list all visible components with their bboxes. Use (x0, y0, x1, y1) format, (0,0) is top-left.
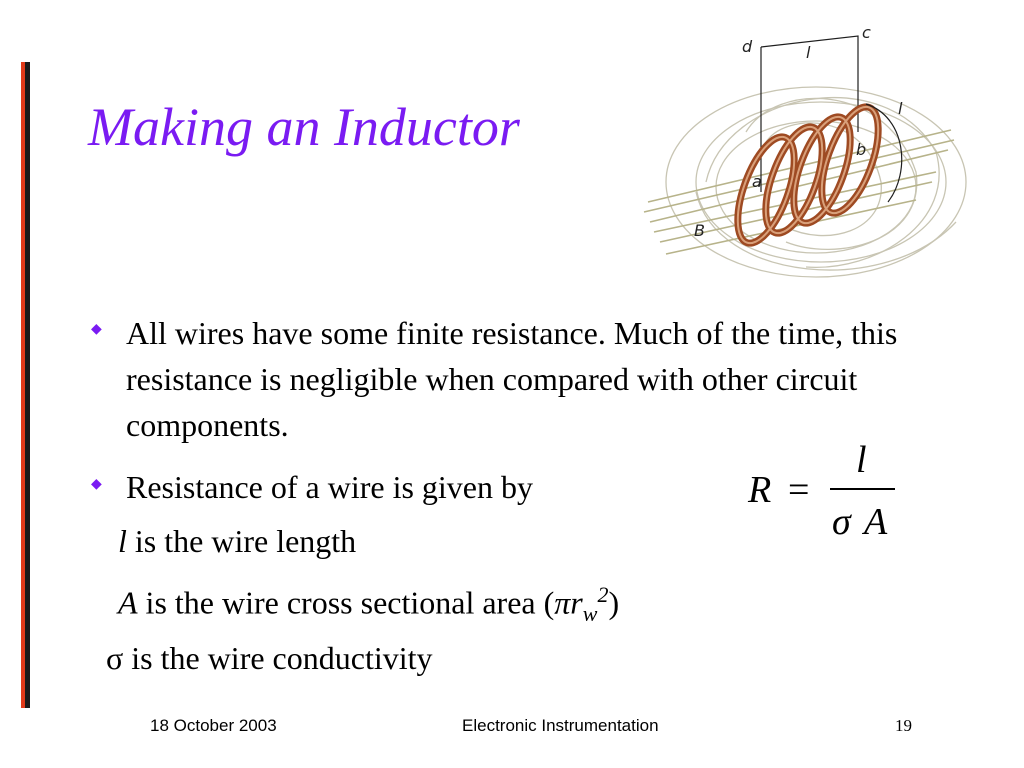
bullet-marker: ◆ (91, 477, 102, 492)
formula-equals: = (788, 469, 809, 511)
definition-length: l is the wire length (118, 523, 357, 559)
bullet-text: All wires have some finite resistance. M… (126, 315, 898, 443)
figure-label-B: B (694, 221, 705, 240)
figure-label-b: b (856, 140, 866, 159)
formula-lhs: R (747, 469, 771, 511)
formula-denominator: A (861, 501, 888, 542)
resistance-formula: R = l σ A (747, 439, 895, 542)
figure-label-l-side: l (898, 99, 903, 118)
formula-sigma: σ (832, 501, 852, 542)
inductor-coil-illustration: d c l l b a B (643, 23, 967, 278)
figure-label-c: c (862, 23, 871, 42)
footer-course: Electronic Instrumentation (462, 716, 659, 735)
figure-label-l-top: l (806, 43, 811, 62)
figure-label-a: a (752, 172, 762, 191)
bullet-text: Resistance of a wire is given by (126, 469, 533, 505)
formula-numerator: l (856, 439, 867, 481)
figure-label-d: d (742, 37, 753, 56)
slide-title: Making an Inductor (88, 97, 520, 157)
left-accent-bar-dark (25, 62, 30, 708)
definition-conductivity: σ is the wire conductivity (106, 640, 433, 676)
left-accent-bar-red (21, 62, 25, 708)
definition-area: A is the wire cross sectional area (πrw2… (118, 582, 620, 627)
footer-page-number: 19 (895, 716, 912, 735)
footer-date: 18 October 2003 (150, 716, 277, 735)
bullet-marker: ◆ (91, 322, 102, 337)
